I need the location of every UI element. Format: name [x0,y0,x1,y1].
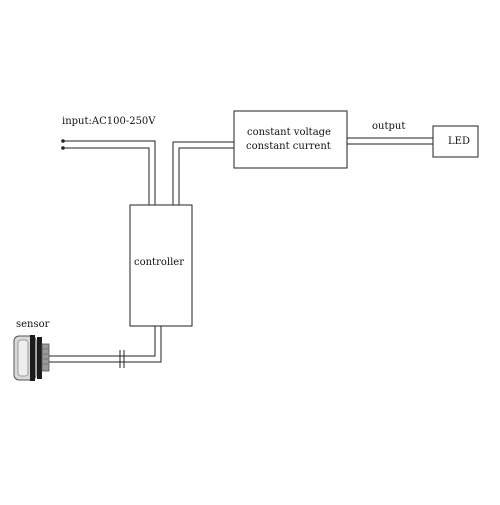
sensor-label: sensor [16,319,50,330]
driver-line2-label: constant current [246,141,331,152]
controller-to-driver-wire-1 [172,141,234,205]
driver-line1-label: constant voltage [247,127,331,138]
input-wire-1 [63,140,156,205]
output-label: output [372,121,406,132]
driver-box [233,110,348,169]
input-wire-2 [63,147,150,205]
sensor-cable-upper [45,326,156,357]
controller-to-driver-wire-2 [178,147,234,205]
controller-label: controller [134,257,184,268]
sensor-device-icon [13,335,50,381]
input-label: input:AC100-250V [62,116,156,127]
led-label: LED [448,136,470,147]
led-box [432,125,479,158]
sensor-cable-lower [45,326,162,363]
